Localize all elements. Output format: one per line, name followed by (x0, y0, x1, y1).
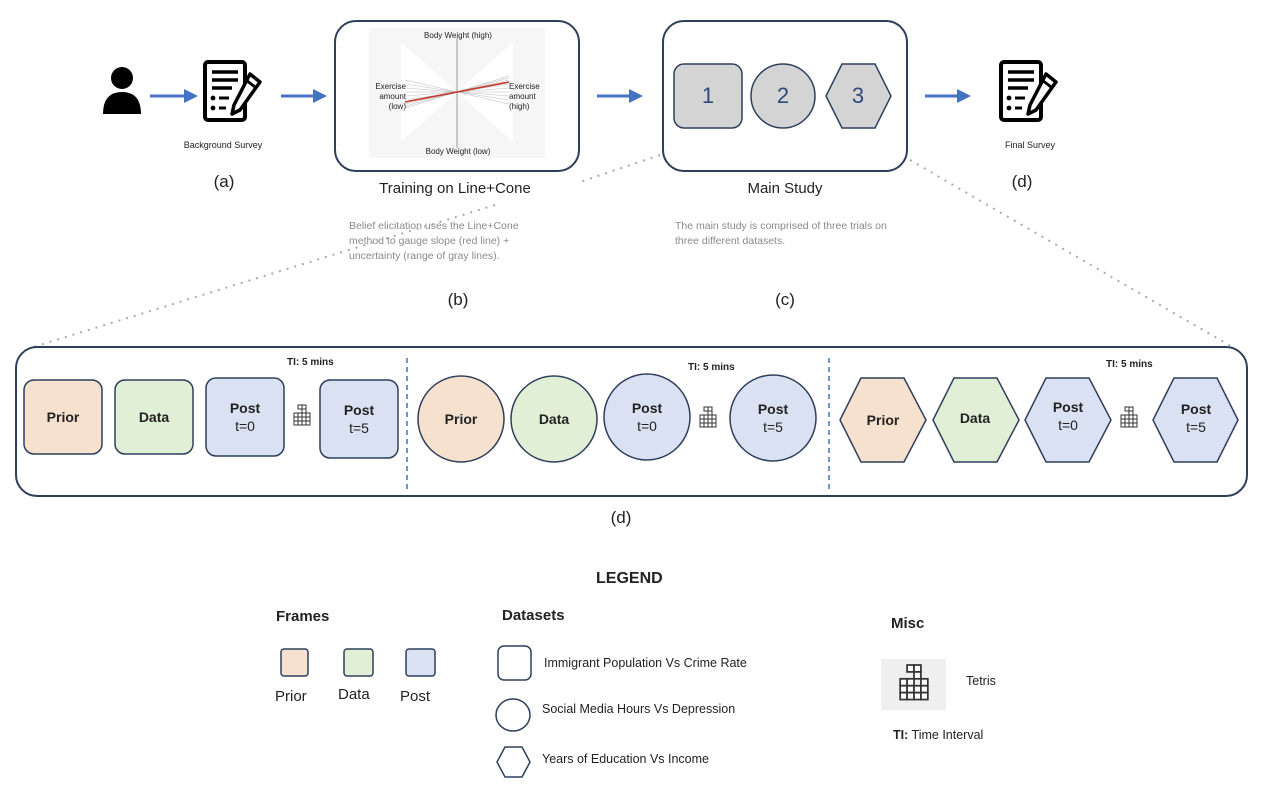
legend-frame-post: Post (400, 688, 431, 705)
label-d: (d) (610, 508, 632, 527)
trial-1-prior: Prior (46, 409, 80, 425)
note-c: The main study is comprised of three tri… (675, 220, 887, 247)
legend-misc-title: Misc (891, 615, 925, 632)
trial-number-2: 2 (776, 83, 790, 108)
trial-3-data: Data (959, 410, 991, 426)
legend-frames-title: Frames (276, 608, 330, 625)
tetris-icon (293, 404, 311, 426)
legend-ti-key: TI: (893, 728, 909, 742)
trial-3-prior: Prior (866, 412, 900, 428)
zoom-connector-lines (29, 154, 1235, 349)
tetris-icon (699, 406, 717, 428)
trial-2-shapes (417, 373, 817, 463)
trial-2-time-interval: TI: 5 mins (688, 362, 735, 373)
trial-2-data: Data (538, 411, 570, 427)
legend-dataset-social-media: Social Media Hours Vs Depression (542, 702, 736, 716)
legend-title: LEGEND (596, 570, 663, 587)
survey-form-icon (999, 60, 1058, 122)
trial-1-data: Data (138, 409, 170, 425)
trial-number-3: 3 (851, 83, 865, 108)
legend-frame-swatches (280, 648, 436, 677)
legend-dataset-immigration: Immigrant Population Vs Crime Rate (544, 656, 747, 670)
chart-axis-bottom: Body Weight (low) (425, 147, 491, 156)
arrow-icon (597, 89, 643, 103)
trial-1-shapes (23, 377, 399, 459)
legend-frame-prior: Prior (275, 688, 307, 705)
final-survey-label: Final Survey (1004, 140, 1056, 150)
tetris-icon (1120, 406, 1138, 428)
legend-ti: TI: Time Interval (893, 728, 983, 742)
legend-datasets-title: Datasets (502, 607, 565, 624)
survey-form-icon (203, 60, 262, 122)
main-study-shapes (673, 63, 892, 129)
person-icon (103, 67, 141, 114)
line-cone-chart (369, 28, 545, 158)
main-study-title: Main Study (747, 180, 823, 197)
trial-number-1: 1 (701, 83, 715, 108)
chart-axis-right: Exercise amount (high) (509, 82, 540, 111)
arrow-icon (925, 89, 971, 103)
legend-frame-data: Data (338, 686, 370, 703)
trial-3-time-interval: TI: 5 mins (1106, 359, 1153, 370)
label-b: (b) (447, 290, 469, 309)
trial-2-prior: Prior (444, 411, 478, 427)
chart-axis-left: Exercise amount (low) (375, 82, 406, 111)
label-d-top: (d) (1011, 172, 1033, 191)
chart-axis-top: Body Weight (high) (424, 31, 492, 40)
legend-dataset-education: Years of Education Vs Income (542, 752, 709, 766)
label-c: (c) (775, 290, 795, 309)
legend-ti-value: Time Interval (911, 728, 984, 742)
trial-3-shapes (839, 377, 1239, 463)
tetris-icon (899, 664, 929, 701)
arrow-icon (150, 89, 198, 103)
note-b: Belief elicitation uses the Line+Cone me… (349, 220, 519, 262)
legend-dataset-shapes (495, 645, 532, 778)
background-survey-label: Background Survey (183, 140, 263, 150)
label-a: (a) (213, 172, 235, 191)
legend-tetris-label: Tetris (966, 674, 996, 688)
arrow-icon (281, 89, 327, 103)
panel-dividers (406, 358, 830, 491)
trial-1-time-interval: TI: 5 mins (287, 357, 334, 368)
training-title: Training on Line+Cone (379, 180, 531, 197)
